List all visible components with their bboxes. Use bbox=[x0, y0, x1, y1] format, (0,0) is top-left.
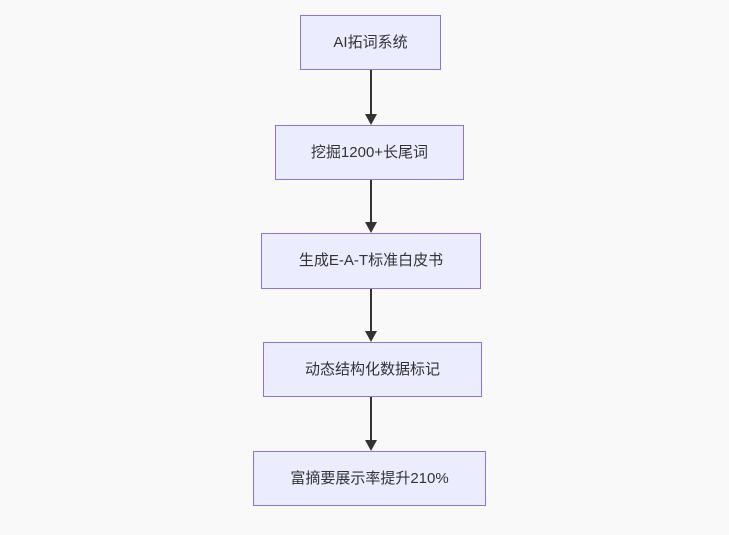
node-label: 生成E-A-T标准白皮书 bbox=[298, 252, 444, 269]
arrow-head-icon bbox=[364, 331, 377, 342]
arrow-line bbox=[369, 289, 372, 333]
flowchart-node-structured-data: 动态结构化数据标记 bbox=[263, 342, 482, 397]
node-label: 动态结构化数据标记 bbox=[304, 360, 440, 378]
arrow-head-icon bbox=[364, 222, 377, 233]
arrow-head-icon bbox=[364, 114, 377, 125]
flowchart-node-ai-word-system: AI拓词系统 bbox=[300, 15, 441, 70]
flow-arrow-3 bbox=[364, 289, 377, 342]
flow-arrow-1 bbox=[364, 70, 377, 125]
flow-arrow-2 bbox=[364, 180, 377, 233]
flowchart-node-eat-whitepaper: 生成E-A-T标准白皮书 bbox=[261, 233, 481, 289]
flowchart-node-longtail-mining: 挖掘1200+长尾词 bbox=[275, 125, 464, 180]
arrow-line bbox=[369, 70, 372, 116]
arrow-head-icon bbox=[364, 440, 377, 451]
node-label: AI拓词系统 bbox=[333, 33, 408, 51]
arrow-line bbox=[369, 180, 372, 224]
flowchart-node-rich-snippet-result: 富摘要展示率提升210% bbox=[253, 451, 486, 506]
node-label: 挖掘1200+长尾词 bbox=[310, 143, 429, 161]
node-label: 富摘要展示率提升210% bbox=[290, 469, 449, 487]
arrow-line bbox=[369, 397, 372, 442]
flow-arrow-4 bbox=[364, 397, 377, 451]
